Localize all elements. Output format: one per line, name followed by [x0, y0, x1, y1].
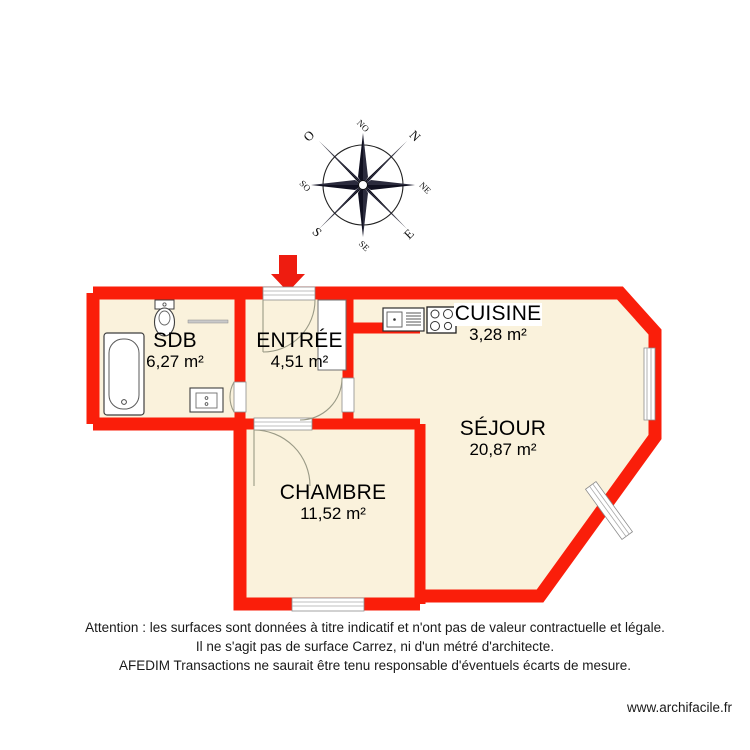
window-openings: [187, 286, 656, 612]
room-name-cuisine: CUISINE: [453, 302, 543, 326]
entree-closet: [317, 299, 347, 371]
room-area-chambre: 11,52 m²: [300, 503, 366, 523]
entree-chambre-door-opening: [253, 417, 313, 431]
door-swings: [229, 299, 343, 487]
room-label-sejour: SÉJOUR 20,87 m²: [433, 417, 573, 459]
room-name-sdb: SDB: [153, 329, 197, 352]
room-area-sejour: 20,87 m²: [469, 439, 537, 459]
washbasin-icon: [189, 387, 224, 413]
disclaimer-line-2: Il ne s'agit pas de surface Carrez, ni d…: [195, 639, 555, 654]
entrance-arrow: [271, 255, 305, 292]
compass-label-southwest: SO: [298, 178, 314, 194]
disclaimer-text: Attention : les surfaces sont données à …: [0, 618, 750, 675]
front-door-opening: [262, 286, 316, 301]
cooktop-icon: [426, 306, 457, 334]
room-label-chambre: CHAMBRE 11,52 m²: [258, 481, 408, 523]
room-name-sejour: SÉJOUR: [459, 417, 547, 440]
compass-label-northeast: NE: [417, 180, 433, 196]
toilet-icon: [153, 299, 176, 337]
footer-url: www.archifacile.fr: [626, 700, 732, 715]
compass-label-north: N: [407, 127, 425, 145]
room-label-cuisine: CUISINE 3,28 m²: [428, 302, 568, 344]
compass-label-east: E: [401, 226, 417, 242]
bathtub-icon: [103, 332, 145, 416]
compass-rose: N S E O NO NE SE SO: [298, 118, 434, 254]
sejour-window-lower-opening: [584, 481, 634, 540]
chambre-window-opening: [291, 597, 365, 612]
room-area-cuisine: 3,28 m²: [469, 324, 527, 344]
room-area-entree: 4,51 m²: [270, 351, 329, 371]
room-name-chambre: CHAMBRE: [279, 481, 387, 504]
sdb-fixtures: [103, 299, 224, 416]
compass-label-southeast: SE: [357, 239, 372, 254]
room-name-entree: ENTRÉE: [256, 329, 343, 352]
disclaimer-line-1: Attention : les surfaces sont données à …: [85, 620, 665, 635]
compass-label-northwest: NO: [355, 118, 372, 135]
compass-label-south: S: [309, 224, 325, 240]
disclaimer-line-3: AFEDIM Transactions ne saurait être tenu…: [118, 658, 632, 673]
kitchen-sink-icon: [382, 307, 425, 332]
sdb-door-opening: [233, 381, 247, 413]
sejour-window-upper-opening: [643, 347, 656, 421]
room-label-sdb: SDB 6,27 m²: [105, 329, 245, 371]
entree-sejour-door-opening: [341, 377, 355, 413]
room-area-sdb: 6,27 m²: [146, 351, 204, 371]
sdb-window-opening: [187, 319, 229, 324]
cuisine-fixtures: [382, 306, 457, 334]
compass-label-west: O: [300, 127, 317, 144]
room-label-entree: ENTRÉE 4,51 m²: [232, 329, 367, 371]
